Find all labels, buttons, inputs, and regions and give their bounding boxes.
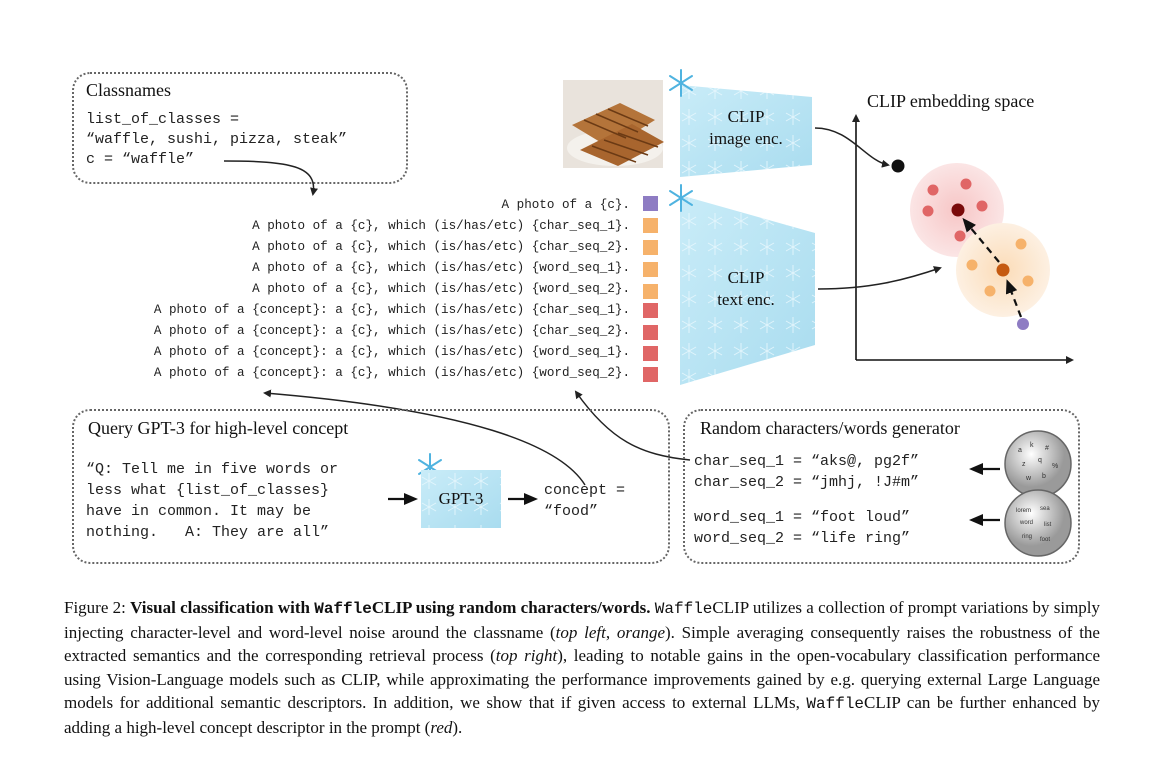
concept-line: “food” (544, 503, 599, 520)
encoder-label-line: image enc. (709, 129, 783, 148)
svg-text:a: a (1018, 447, 1022, 454)
prompt-color-marker (643, 303, 658, 318)
svg-text:w: w (1025, 475, 1032, 482)
svg-text:b: b (1042, 473, 1046, 480)
word-seq-line: word_seq_2 = “life ring” (694, 530, 911, 547)
svg-text:list: list (1044, 522, 1052, 528)
classnames-title: Classnames (86, 80, 171, 100)
svg-text:sea: sea (1040, 506, 1050, 512)
gpt-query-title: Query GPT-3 for high-level concept (88, 418, 349, 438)
prompt-color-marker (643, 196, 658, 211)
svg-text:foot: foot (1040, 537, 1050, 543)
gpt-question-line: less what {list_of_classes} (86, 482, 330, 499)
prompt-color-marker (643, 346, 658, 361)
gpt3-label: GPT-3 (438, 489, 484, 508)
classnames-line-1: list_of_classes = (86, 111, 240, 128)
clip-text-encoder-label: CLIP text enc. (690, 267, 802, 311)
svg-text:z: z (1022, 461, 1026, 468)
prompt-line: A photo of a {c}, which (is/has/etc) {wo… (252, 282, 630, 296)
prompt-line: A photo of a {concept}: a {c}, which (is… (153, 345, 630, 359)
classnames-line-3: c = “waffle” (86, 151, 195, 168)
embedding-axes (852, 114, 1074, 364)
shift-arrows (962, 217, 1023, 318)
red-points (922, 178, 988, 242)
prompt-color-marker (643, 218, 658, 233)
gpt-question-line: have in common. It may be (86, 503, 312, 520)
prompt-line: A photo of a {concept}: a {c}, which (is… (153, 303, 630, 317)
orange-mean-point (996, 263, 1010, 277)
svg-text:k: k (1030, 442, 1034, 449)
snowflake-icon (669, 184, 693, 212)
prompt-color-marker (643, 284, 658, 299)
gpt-query-box (72, 409, 670, 564)
svg-text:lorem: lorem (1016, 508, 1031, 514)
concept-line: concept = (544, 482, 626, 499)
encoder-label-line: text enc. (717, 290, 775, 309)
prompt-color-marker (643, 325, 658, 340)
prompt-line: A photo of a {c}, which (is/has/etc) {ch… (252, 219, 630, 233)
words-sphere: lorem sea word list ring foot (1004, 489, 1072, 557)
snowflake-icon (669, 69, 693, 97)
word-seq-line: word_seq_1 = “foot loud” (694, 509, 911, 526)
prompt-color-marker (643, 367, 658, 382)
red-mean-point (951, 203, 965, 217)
char-seq-line: char_seq_2 = “jmhj, !J#m” (694, 474, 920, 491)
prompt-line: A photo of a {concept}: a {c}, which (is… (153, 324, 630, 338)
figure-caption: Figure 2: Visual classification with Waf… (64, 598, 1101, 738)
orange-points (966, 238, 1034, 297)
random-generator-box (683, 409, 1080, 564)
flow-arrows (223, 127, 942, 486)
encoder-label-line: CLIP (727, 107, 765, 126)
svg-text:%: % (1052, 463, 1058, 470)
gpt-question-line: “Q: Tell me in five words or (86, 461, 339, 478)
waffle-photo (563, 80, 664, 168)
embedding-space-title: CLIP embedding space (867, 91, 1035, 111)
prompt-color-marker (643, 240, 658, 255)
clip-image-encoder-label: CLIP image enc. (690, 106, 802, 150)
svg-text:word: word (1019, 520, 1033, 526)
prompt-line: A photo of a {c}, which (is/has/etc) {ch… (252, 240, 630, 254)
encoder-label-line: CLIP (727, 268, 765, 287)
gpt-question-line: nothing. A: They are all” (86, 524, 330, 541)
random-generator-title: Random characters/words generator (700, 418, 960, 438)
clip-text-encoder (680, 195, 815, 385)
diagram-graphics: a k # z q% w b lorem sea word list ring foot (223, 69, 1074, 557)
caption-fig: Figure 2: (64, 598, 131, 617)
classnames-line-2: “waffle, sushi, pizza, steak” (86, 131, 348, 148)
prompt-line: A photo of a {c}, which (is/has/etc) {wo… (252, 261, 630, 275)
prompt-line: A photo of a {concept}: a {c}, which (is… (153, 366, 630, 380)
classnames-box (72, 72, 408, 184)
clip-image-encoder (680, 85, 812, 177)
gpt-arrows (388, 463, 1000, 526)
caption-bold: Visual classification with WaffleCLIP us… (130, 598, 651, 618)
svg-text:q: q (1038, 457, 1042, 464)
svg-text:ring: ring (1022, 534, 1032, 540)
prompt-line: A photo of a {c}. (501, 198, 630, 212)
char-seq-line: char_seq_1 = “aks@, pg2f” (694, 453, 920, 470)
purple-point (1017, 318, 1029, 330)
svg-text:#: # (1045, 445, 1049, 452)
image-embedding-point (891, 159, 905, 173)
gpt3-model-block (421, 470, 501, 528)
prompt-color-marker (643, 262, 658, 277)
